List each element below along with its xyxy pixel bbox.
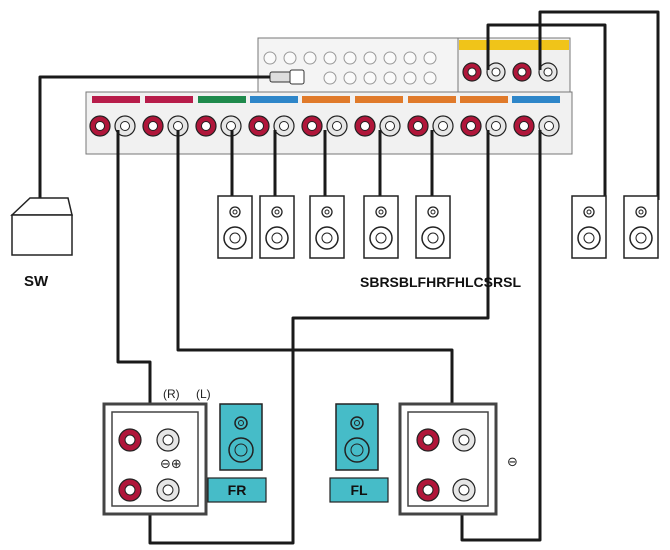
- input-jack: [423, 51, 437, 65]
- speaker-cabinet: [363, 195, 399, 259]
- fr-label-box: [207, 477, 267, 503]
- fl-amp-polarity: ⊖: [507, 454, 518, 469]
- section-header-strip: [355, 96, 403, 103]
- red-terminal: [512, 62, 532, 82]
- speaker-cabinet: [415, 195, 451, 259]
- fr-power-amplifier: (R) (L) ⊖⊕: [102, 387, 211, 516]
- white-terminal: [114, 115, 136, 137]
- fr-amp-polarity: ⊖⊕: [160, 456, 182, 471]
- speaker-cabinet: [217, 195, 253, 259]
- speaker-wires: [38, 10, 660, 545]
- input-jack: [363, 71, 377, 85]
- white-terminal: [220, 115, 242, 137]
- section-header-strip: [460, 96, 508, 103]
- white-terminal: [379, 115, 401, 137]
- section-header-strip: [408, 96, 456, 103]
- red-terminal: [118, 478, 142, 502]
- subwoofer-cable: [38, 75, 270, 200]
- white-terminal: [452, 478, 476, 502]
- input-jack: [383, 51, 397, 65]
- front-right-speaker: FR: [207, 403, 267, 503]
- input-jack: [363, 51, 377, 65]
- red-terminal: [460, 115, 482, 137]
- section-header-strip: [250, 96, 298, 103]
- amp-left-channel-label: (L): [196, 387, 211, 401]
- preout-section-header: [459, 40, 569, 50]
- fr-label: FR: [228, 482, 247, 498]
- input-jack: [303, 51, 317, 65]
- white-terminal: [538, 62, 558, 82]
- input-jack: [323, 71, 337, 85]
- input-jack: [343, 51, 357, 65]
- white-terminal: [485, 115, 507, 137]
- red-terminal: [89, 115, 111, 137]
- speaker-cabinet: [623, 195, 659, 259]
- red-terminal: [248, 115, 270, 137]
- input-jacks: [263, 51, 437, 85]
- red-terminal: [416, 478, 440, 502]
- red-terminal: [407, 115, 429, 137]
- fl-amp-terminals: [416, 428, 476, 502]
- speaker-cabinet: [571, 195, 607, 259]
- white-terminal: [452, 428, 476, 452]
- rear-speakers: [217, 195, 659, 259]
- input-jack: [403, 51, 417, 65]
- front-left-speaker: FL: [329, 403, 389, 503]
- red-terminal: [513, 115, 535, 137]
- white-terminal: [486, 62, 506, 82]
- input-jack: [283, 51, 297, 65]
- section-header-strip: [198, 96, 246, 103]
- red-terminal: [462, 62, 482, 82]
- subwoofer-rca-plug: [269, 71, 293, 83]
- red-terminal: [142, 115, 164, 137]
- white-terminal: [156, 428, 180, 452]
- red-terminal: [354, 115, 376, 137]
- red-terminal: [195, 115, 217, 137]
- input-jack: [403, 71, 417, 85]
- white-terminal: [432, 115, 454, 137]
- subwoofer-rca-connector: [289, 69, 305, 85]
- fl-amp-wire-upper: [176, 130, 454, 430]
- preout-wire-2: [538, 10, 660, 200]
- fr-amp-wire-lower: [148, 130, 490, 545]
- white-terminal: [167, 115, 189, 137]
- preout-wire-1: [486, 23, 607, 200]
- fl-amp-wire-lower: [460, 130, 542, 542]
- section-header-strip: [302, 96, 350, 103]
- red-terminal: [416, 428, 440, 452]
- red-terminal: [118, 428, 142, 452]
- white-terminal: [538, 115, 560, 137]
- terminal-section-headers: [92, 96, 560, 103]
- fr-amp-wire-upper: [116, 130, 152, 430]
- input-jack: [423, 71, 437, 85]
- fl-label: FL: [350, 482, 368, 498]
- subwoofer-label: SW: [24, 273, 49, 290]
- subwoofer: SW: [10, 197, 73, 290]
- white-terminal: [273, 115, 295, 137]
- fl-label-box: [329, 477, 389, 503]
- section-header-strip: [92, 96, 140, 103]
- section-header-strip: [145, 96, 193, 103]
- amp-right-channel-label: (R): [163, 387, 180, 401]
- speaker-cabinet: [259, 195, 295, 259]
- red-terminal: [301, 115, 323, 137]
- input-jack: [263, 51, 277, 65]
- input-jack: [323, 51, 337, 65]
- rear-speaker-labels: SBRSBLFHRFHLCSRSL: [360, 274, 521, 290]
- receiver-rear-panel: [85, 37, 573, 155]
- input-jack: [383, 71, 397, 85]
- speaker-cabinet: [309, 195, 345, 259]
- white-terminal: [326, 115, 348, 137]
- input-jack: [343, 71, 357, 85]
- receiver-input-panel: [257, 37, 459, 95]
- section-header-strip: [512, 96, 560, 103]
- fr-amp-terminals: [118, 428, 180, 502]
- speaker-terminals: [89, 62, 560, 137]
- white-terminal: [156, 478, 180, 502]
